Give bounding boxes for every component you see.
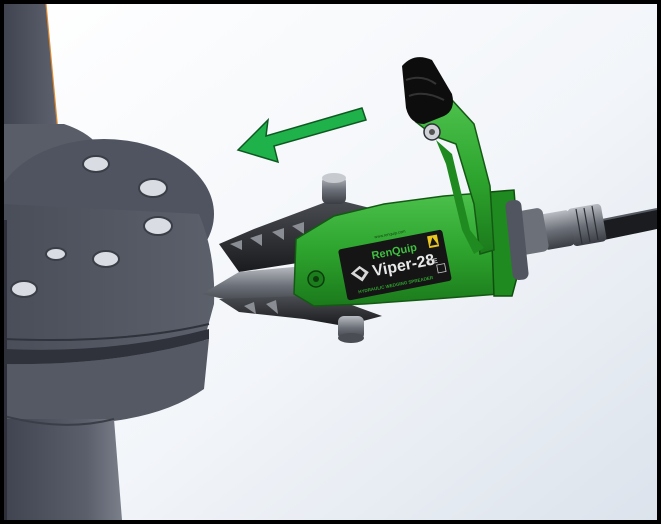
wedge-tip bbox=[202, 266, 309, 306]
renquip-logo-icon bbox=[350, 265, 369, 282]
warning-icon bbox=[427, 234, 440, 249]
bolt-holes bbox=[10, 155, 173, 298]
handle-arm bbox=[414, 99, 495, 255]
handle-grip bbox=[402, 57, 453, 124]
direction-arrow-icon bbox=[236, 107, 367, 164]
lower-flange bbox=[4, 339, 209, 424]
label-website: www.renquip.com bbox=[374, 228, 407, 239]
lower-pipe bbox=[4, 419, 122, 520]
pipe-flange bbox=[4, 4, 215, 520]
product-label: www.renquip.com RenQuip Viper-28 HYDRAUL… bbox=[338, 228, 452, 301]
label-ce-mark: CE bbox=[427, 258, 438, 267]
label-plate bbox=[338, 229, 452, 301]
top-knob bbox=[322, 176, 346, 204]
render-scene: www.renquip.com RenQuip Viper-28 HYDRAUL… bbox=[4, 4, 657, 520]
